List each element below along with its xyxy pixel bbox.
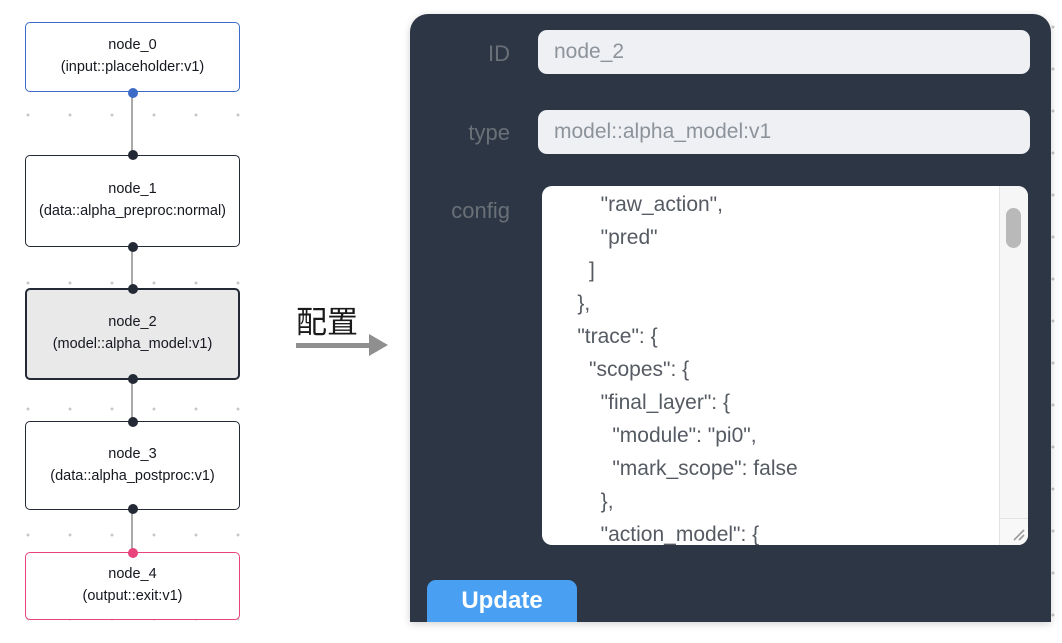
resize-grip-icon (1013, 529, 1025, 541)
node-subtitle: (data::alpha_postproc:v1) (50, 467, 215, 484)
node-subtitle: (data::alpha_preproc:normal) (39, 203, 226, 219)
port-node1-in[interactable] (127, 150, 138, 160)
port-node1-out[interactable] (127, 242, 138, 252)
edge-node0-node1 (131, 93, 133, 156)
type-field-label: type (468, 120, 510, 145)
arrow-right-icon (369, 334, 388, 356)
node-title: node_3 (108, 445, 157, 462)
config-resize-corner[interactable] (999, 518, 1028, 545)
port-node2-in[interactable] (127, 284, 138, 294)
node-subtitle: (input::placeholder:v1) (60, 59, 205, 75)
flow-node-node2[interactable]: node_2 (model::alpha_model:v1) (25, 288, 240, 380)
config-textarea[interactable]: "raw_action", "pred" ] }, "trace": { "sc… (542, 186, 1028, 545)
id-input[interactable] (538, 30, 1030, 74)
config-field-label: config (451, 198, 510, 223)
node-title: node_4 (108, 566, 157, 583)
type-input[interactable] (538, 110, 1030, 154)
arrow-right-icon (296, 343, 370, 348)
node-subtitle: (model::alpha_model:v1) (52, 336, 213, 352)
node-title: node_1 (108, 181, 157, 198)
port-node3-in[interactable] (127, 417, 138, 427)
update-button[interactable]: Update (427, 580, 577, 622)
scrollbar-thumb[interactable] (1006, 208, 1021, 248)
id-field-label: ID (488, 41, 510, 66)
edge-node3-node4 (131, 509, 133, 553)
edge-node2-node3 (131, 379, 133, 422)
port-node4-in[interactable] (127, 548, 138, 558)
node-title: node_0 (108, 37, 157, 54)
flow-node-node0[interactable]: node_0 (input::placeholder:v1) (25, 22, 240, 92)
flow-node-node3[interactable]: node_3 (data::alpha_postproc:v1) (25, 421, 240, 510)
port-node2-out[interactable] (127, 374, 138, 384)
port-node3-out[interactable] (127, 504, 138, 514)
edge-node1-node2 (131, 247, 133, 289)
node-config-panel: ID type config "raw_action", "pred" ] },… (410, 14, 1051, 622)
node-title: node_2 (108, 314, 157, 331)
flow-node-node1[interactable]: node_1 (data::alpha_preproc:normal) (25, 155, 240, 247)
config-json-text: "raw_action", "pred" ] }, "trace": { "sc… (577, 193, 798, 545)
configure-label: 配置 (296, 305, 358, 340)
port-node0-out[interactable] (127, 88, 138, 98)
config-scrollbar-track[interactable] (999, 186, 1028, 518)
flow-node-node4[interactable]: node_4 (output::exit:v1) (25, 552, 240, 620)
node-subtitle: (output::exit:v1) (82, 588, 183, 604)
